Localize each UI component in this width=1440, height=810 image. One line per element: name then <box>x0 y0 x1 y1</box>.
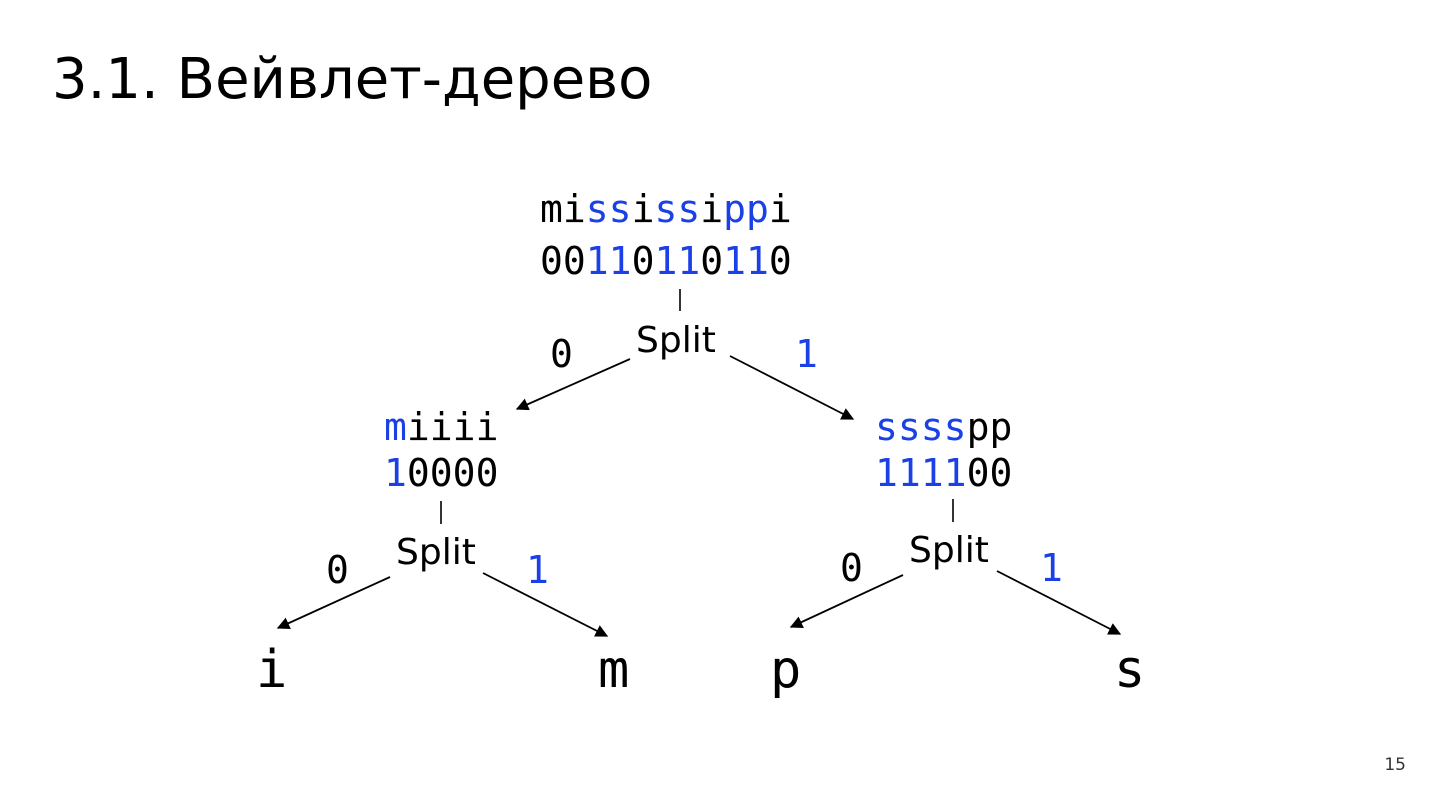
leaf-p: p <box>770 640 802 700</box>
char: m <box>384 405 407 449</box>
root-branch-1-label: 1 <box>795 332 818 376</box>
char: 1 <box>746 239 769 283</box>
root-branch-0-label: 0 <box>550 332 573 376</box>
char: i <box>700 187 724 231</box>
left-branch-0-label: 0 <box>326 548 349 592</box>
char: p <box>746 187 769 231</box>
root-split-label: Split <box>636 320 716 361</box>
char: i <box>631 187 655 231</box>
char: 1 <box>897 451 921 495</box>
char: p <box>723 187 747 231</box>
char: i <box>475 405 499 449</box>
char: 1 <box>920 451 944 495</box>
char: 0 <box>429 451 453 495</box>
slide-title: 3.1. Вейвлет-дерево <box>52 47 653 112</box>
char: s <box>585 187 609 231</box>
char: 1 <box>943 451 967 495</box>
char: s <box>875 405 898 449</box>
root-edge-left-arrow <box>515 358 631 411</box>
right-branch-0-label: 0 <box>840 546 863 590</box>
char: 0 <box>631 239 655 283</box>
leaf-i: i <box>256 640 288 700</box>
char: 0 <box>966 451 990 495</box>
char: 0 <box>562 239 586 283</box>
char: 1 <box>608 239 632 283</box>
char: i <box>768 187 792 231</box>
char: i <box>406 405 430 449</box>
left-split-label: Split <box>396 532 476 573</box>
char: s <box>677 187 701 231</box>
char: 0 <box>452 451 476 495</box>
right-node-string: sssspp <box>875 404 1012 450</box>
leaf-s: s <box>1114 640 1146 700</box>
left-edge-left-arrow <box>276 576 391 630</box>
char: p <box>966 405 990 449</box>
char: s <box>920 405 944 449</box>
char: 0 <box>475 451 499 495</box>
char: 0 <box>768 239 792 283</box>
char: 1 <box>384 451 407 495</box>
char: 1 <box>875 451 898 495</box>
right-branch-1-label: 1 <box>1040 546 1063 590</box>
char: i <box>562 187 586 231</box>
char: 0 <box>406 451 430 495</box>
left-edge-right-arrow <box>482 572 609 637</box>
char: s <box>943 405 967 449</box>
char: 0 <box>540 239 563 283</box>
char: s <box>608 187 632 231</box>
left-node-string: miiii <box>384 404 498 450</box>
char: 1 <box>654 239 678 283</box>
char: 1 <box>677 239 701 283</box>
page-number: 15 <box>1384 755 1406 775</box>
left-node-bits: 10000 <box>384 450 498 496</box>
char: i <box>452 405 476 449</box>
char: i <box>429 405 453 449</box>
char: 0 <box>989 451 1013 495</box>
root-edge-right-arrow <box>729 355 855 420</box>
char: p <box>989 405 1013 449</box>
root-bits: 00110110110 <box>540 238 792 284</box>
char: s <box>654 187 678 231</box>
char: s <box>897 405 921 449</box>
right-edge-right-arrow <box>996 570 1122 635</box>
char: 1 <box>585 239 609 283</box>
right-node-bits: 111100 <box>875 450 1012 496</box>
char: m <box>540 187 563 231</box>
root-string: mississippi <box>540 186 792 232</box>
left-branch-1-label: 1 <box>526 548 549 592</box>
leaf-m: m <box>598 640 630 700</box>
char: 0 <box>700 239 724 283</box>
right-split-label: Split <box>909 530 989 571</box>
right-edge-left-arrow <box>789 574 904 628</box>
char: 1 <box>723 239 747 283</box>
